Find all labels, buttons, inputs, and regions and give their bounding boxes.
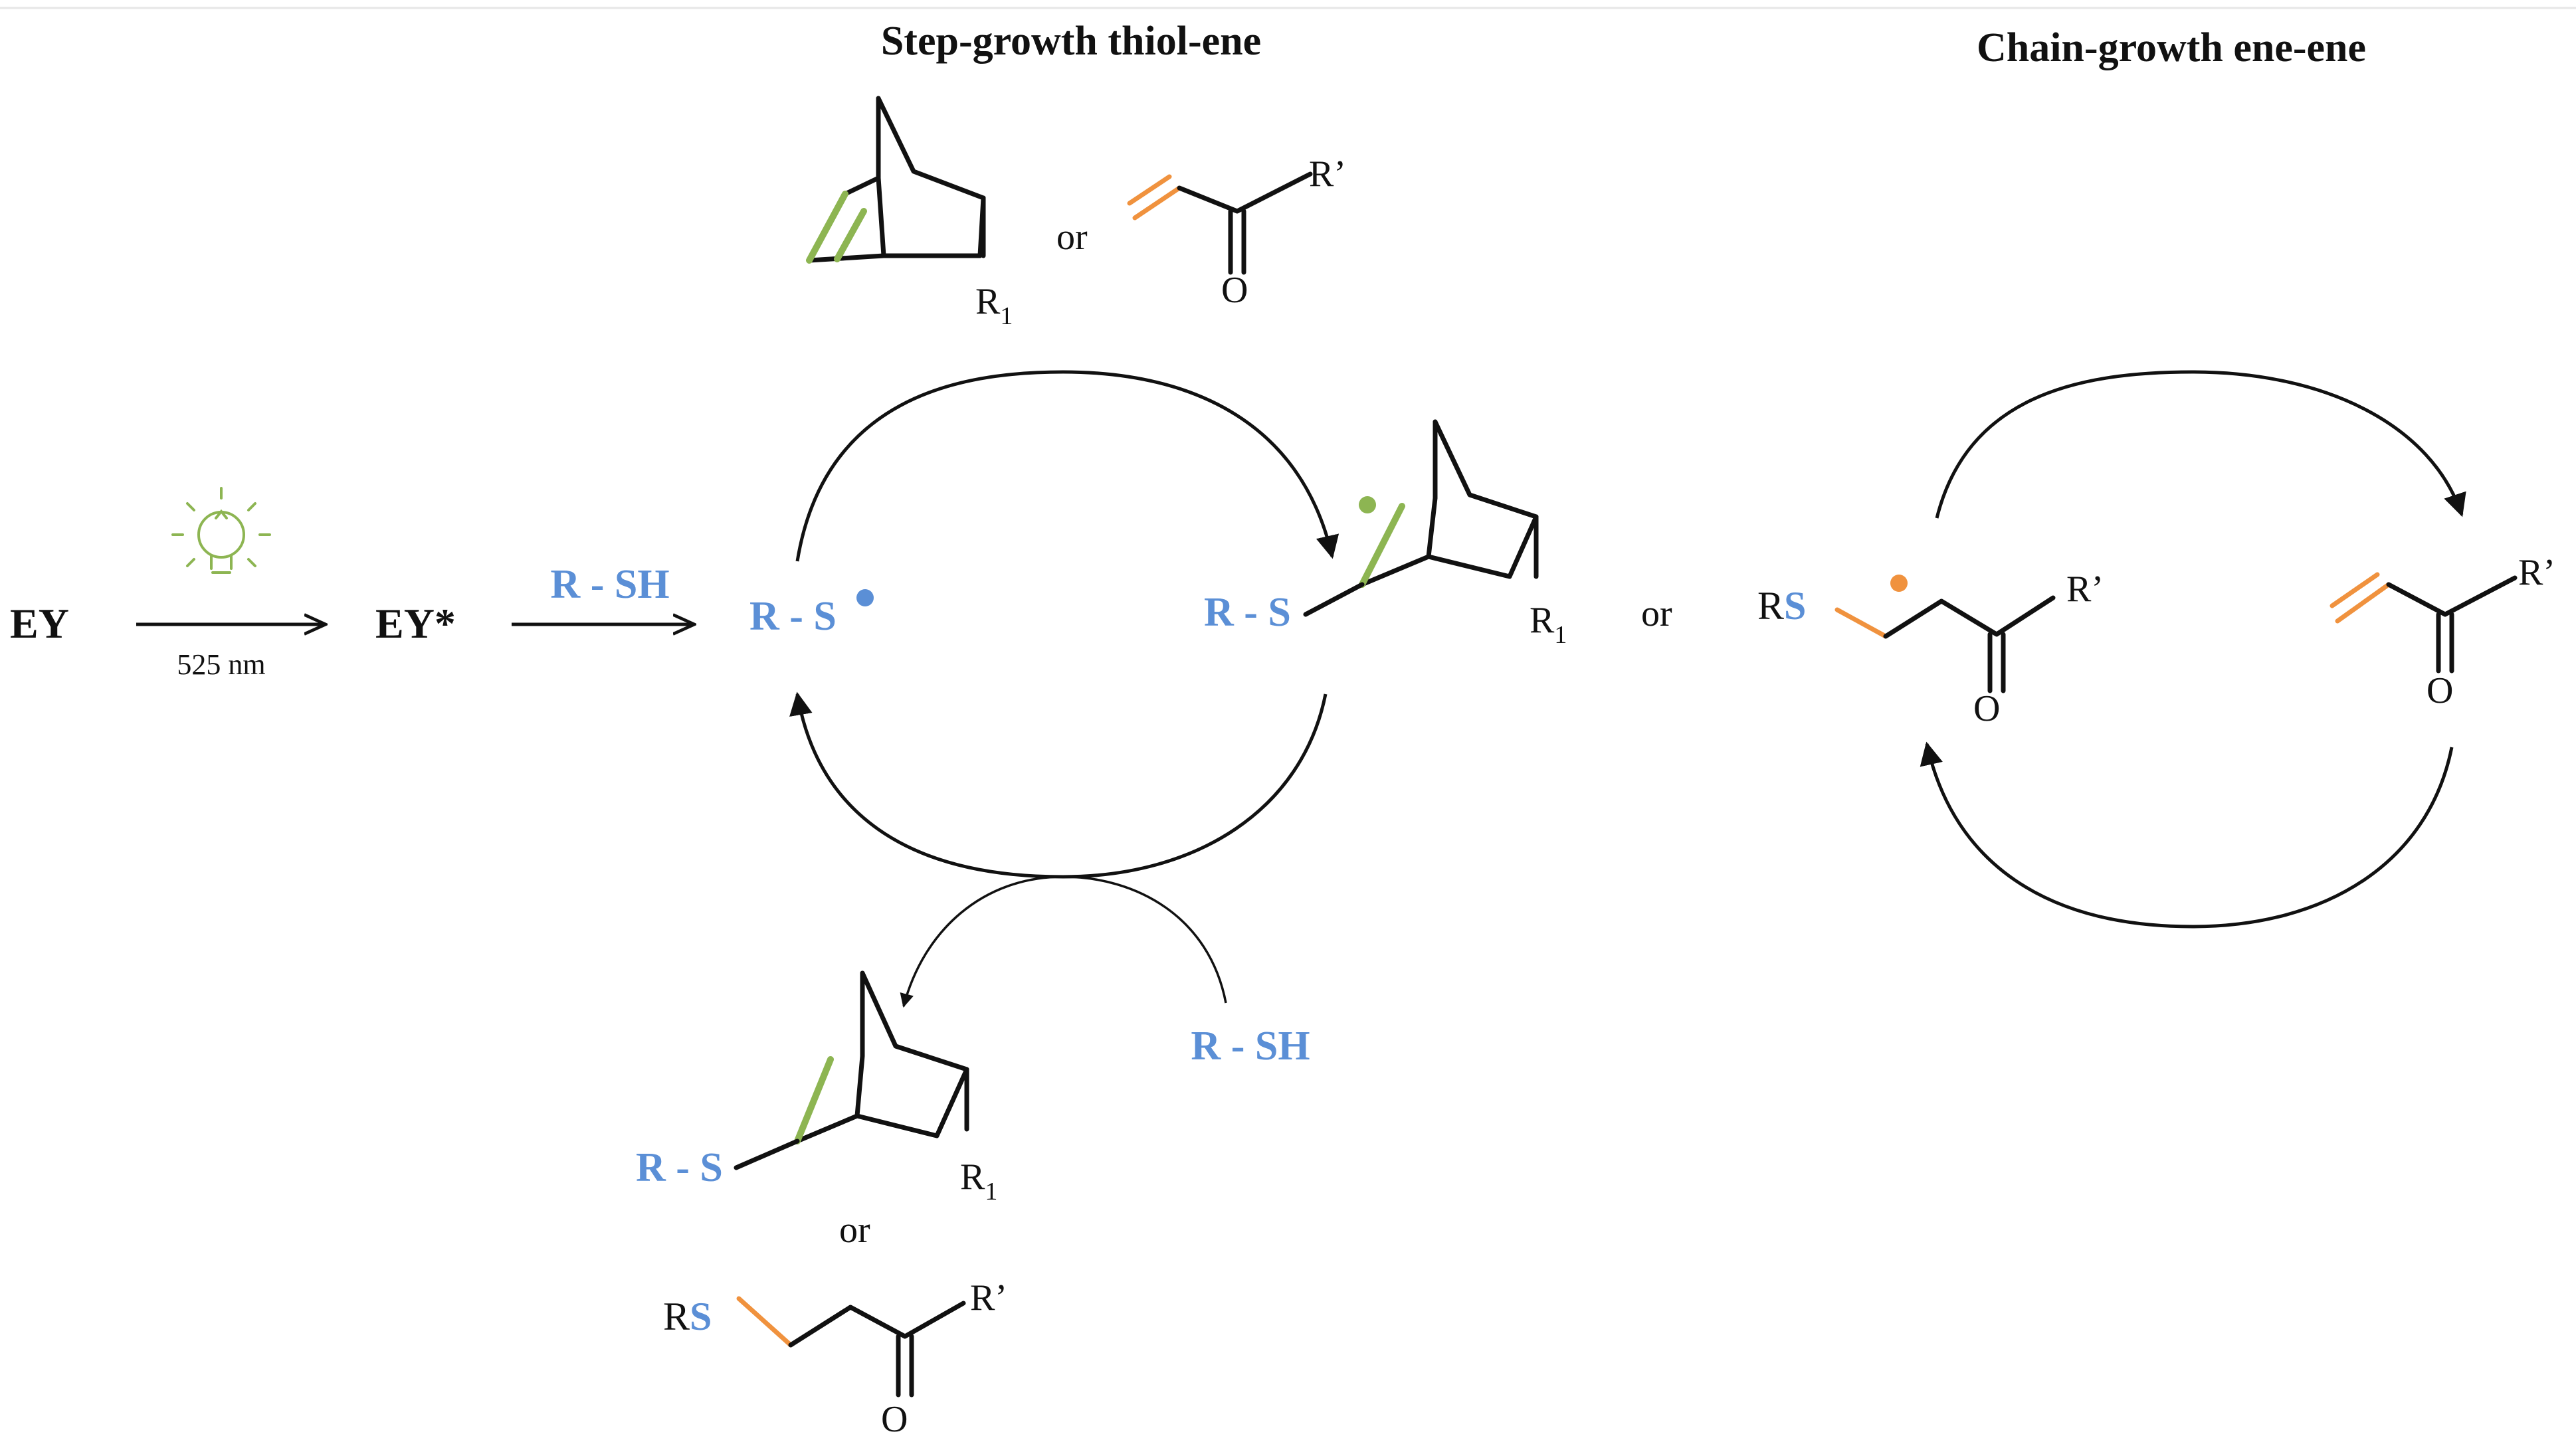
rprime-label-chain-monomer: R’ [2518, 552, 2555, 593]
rprime-label-product: R’ [970, 1277, 1007, 1318]
acrylate-monomer-right [2329, 572, 2518, 674]
acrylate-radical-intermediate [1834, 595, 2056, 693]
wavelength-label: 525 nm [177, 648, 265, 681]
r1-label-intermediate: R1 [1530, 600, 1567, 649]
or-label-middle: or [1641, 593, 1672, 634]
oxygen-label-chain-monomer: O [2427, 670, 2453, 711]
thiyl-radical-dot [856, 589, 874, 606]
title-step-growth: Step-growth thiol-ene [881, 19, 1261, 64]
thiyl-radical-label: R - S [749, 594, 837, 639]
oxygen-label-chain-radical: O [1973, 688, 2000, 729]
oxygen-label-top: O [1221, 270, 1248, 311]
norbornane-thioether-product [734, 970, 969, 1170]
chain-cycle-arc-bottom [1920, 741, 2454, 929]
norbornyl-radical-intermediate [1303, 419, 1539, 617]
chain-cycle-arc-top [1935, 370, 2466, 519]
cycle-arc-top [795, 370, 1339, 562]
rprime-label-top: R’ [1309, 153, 1346, 195]
or-label-bottom: or [839, 1210, 870, 1251]
product-rs-label: R - S [636, 1145, 723, 1190]
cycle-arc-bottom [789, 691, 1328, 879]
light-bulb-icon [171, 487, 271, 574]
thiol-reagent-label: R - SH [550, 562, 669, 607]
carbon-radical-dot-orange [1890, 575, 1908, 592]
rprime-label-chain-radical: R’ [2066, 569, 2104, 610]
norbornene-monomer-top [806, 96, 986, 264]
chain-transfer-thiol-label: R - SH [1191, 1024, 1310, 1069]
ey-excited-label: EY* [375, 600, 456, 647]
chain-transfer-arc [900, 875, 1227, 1008]
or-label-top: or [1056, 217, 1088, 258]
product-rs-prefix: RS [663, 1295, 712, 1338]
acrylate-thioether-product [736, 1296, 966, 1398]
intermediate-rs-label: R - S [1204, 590, 1291, 635]
r1-label-product: R1 [960, 1156, 997, 1206]
oxygen-label-product: O [881, 1399, 908, 1440]
r1-label-top: R1 [975, 281, 1013, 330]
carbon-radical-dot-green [1359, 496, 1376, 513]
title-chain-growth: Chain-growth ene-ene [1977, 25, 2366, 70]
acrylate-monomer-top [1127, 171, 1313, 275]
chain-radical-rs-label: RS [1757, 584, 1806, 628]
ey-label: EY [10, 600, 69, 647]
